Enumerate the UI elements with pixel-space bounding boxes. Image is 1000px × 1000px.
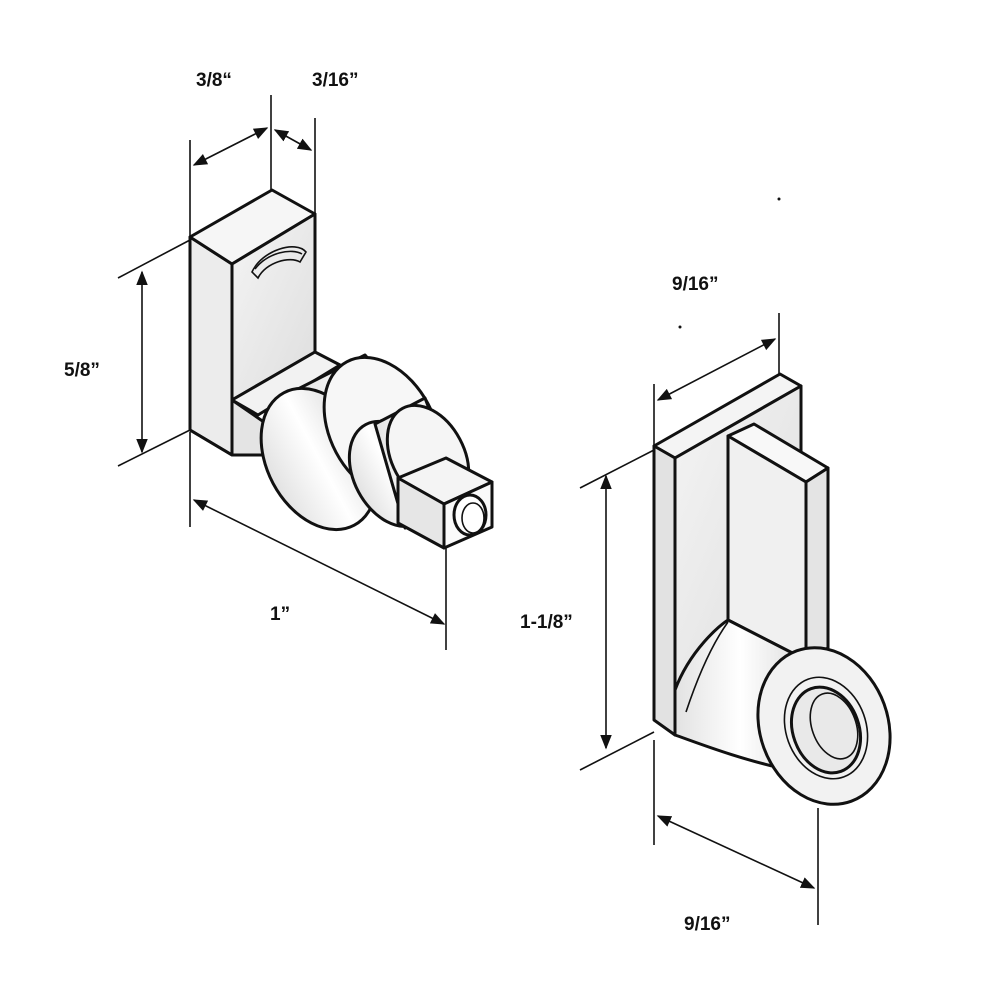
dim-line-top-depth [192, 127, 269, 166]
dim-label-bottom-width: 9/16” [684, 914, 730, 935]
dim-label-top-width: 9/16” [672, 274, 718, 295]
dim-line-length [192, 499, 446, 625]
dim-line-bottom-width [656, 815, 816, 889]
right-bracket-part [652, 372, 892, 806]
dim-label-height-right: 1-1/8” [520, 612, 573, 633]
dim-line-top-thickness [273, 129, 313, 151]
dim-label-height-left: 5/8” [64, 360, 100, 381]
dim-label-top-thickness: 3/16” [312, 70, 358, 91]
speck-dot [678, 325, 682, 329]
left-bracket-part [188, 188, 494, 550]
left-extension-lines [117, 95, 447, 650]
left-dimension-lines [136, 127, 446, 625]
dim-label-top-depth: 3/8“ [196, 70, 232, 91]
right-dimension-lines [600, 338, 816, 889]
speck-dot [777, 197, 781, 201]
right-extension-lines [579, 313, 819, 925]
dim-line-top-width [656, 338, 777, 401]
dim-label-length: 1” [270, 604, 290, 625]
